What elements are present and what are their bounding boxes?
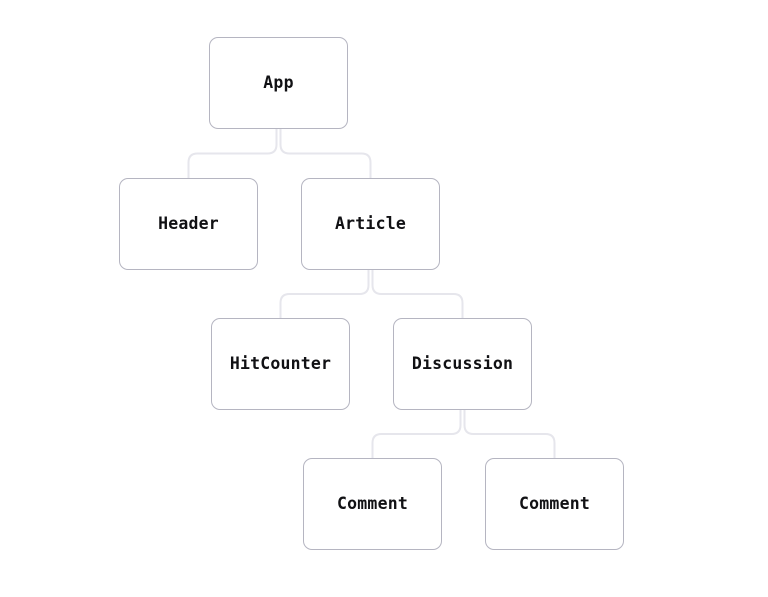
node-discussion[interactable]: Discussion (393, 318, 532, 410)
node-header[interactable]: Header (119, 178, 258, 270)
node-label: Comment (519, 493, 590, 513)
node-label: App (263, 72, 294, 92)
edge-discussion-to-comment2 (463, 409, 556, 459)
node-label: Discussion (411, 353, 514, 373)
node-app[interactable]: App (209, 37, 348, 129)
node-article[interactable]: Article (301, 178, 440, 270)
edge-discussion-to-comment1 (371, 409, 462, 459)
node-label: HitCounter (229, 353, 332, 373)
node-label: Comment (337, 493, 408, 513)
node-label: Article (335, 213, 406, 233)
edge-article-to-discussion (371, 269, 464, 319)
edge-app-to-article (279, 128, 372, 179)
edge-article-to-hitcounter (279, 269, 370, 319)
node-comment1[interactable]: Comment (303, 458, 442, 550)
node-label: Header (158, 213, 219, 233)
node-comment2[interactable]: Comment (485, 458, 624, 550)
edge-app-to-header (187, 128, 278, 179)
node-hitcounter[interactable]: HitCounter (211, 318, 350, 410)
